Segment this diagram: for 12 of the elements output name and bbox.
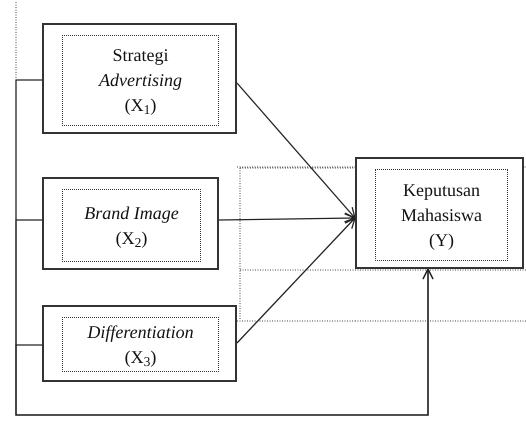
arrow: [219, 212, 356, 224]
variable-label: Brand Image (X$_{2}$): [83, 202, 180, 250]
arrow: [236, 82, 356, 219]
arrow: [236, 217, 356, 344]
variable-label: Keputusan Mahasiswa (Y): [400, 178, 483, 252]
arrow: [15, 268, 434, 416]
variable-box: [355, 157, 524, 269]
variable-label: Differentiation (X$_{3}$): [86, 320, 195, 370]
variable-box: [42, 23, 237, 134]
variable-box: [42, 177, 219, 270]
variable-box: [42, 305, 237, 382]
variable-label: Strategi Advertising (X$_{1}$): [97, 44, 183, 118]
